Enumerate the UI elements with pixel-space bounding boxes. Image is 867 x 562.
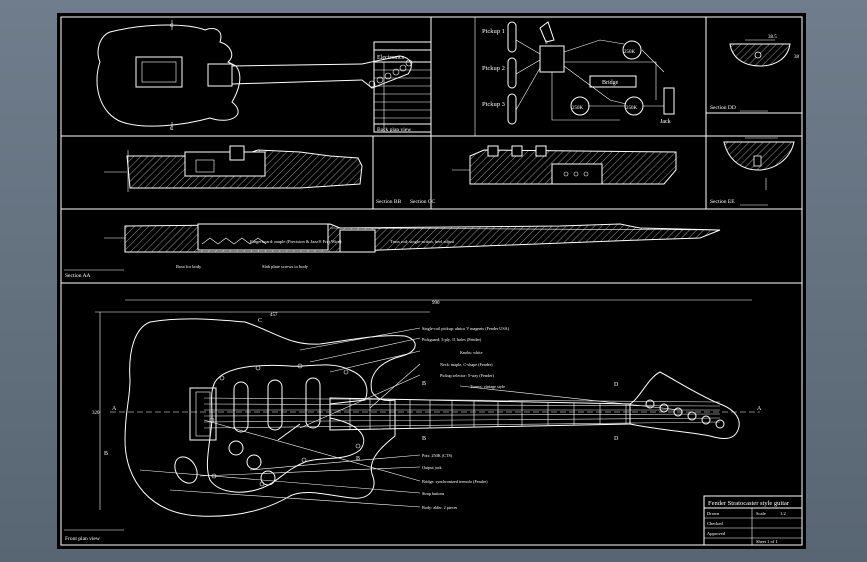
- tb-row-approved: Approved: [707, 531, 726, 536]
- pot-3-label: 250K: [626, 106, 638, 111]
- front-mark-a-left: A: [112, 406, 117, 412]
- pickup-3-label: Pickup 3: [482, 101, 505, 108]
- pickguard: [206, 364, 368, 493]
- guitar-body: [124, 318, 416, 517]
- front-mark-b-top: B: [422, 381, 426, 387]
- front-mark-d-bottom: D: [614, 436, 619, 442]
- callout-1: Single-coil pickup: alnico V magnets (Fe…: [422, 326, 510, 331]
- section-dd[interactable]: 38.5 38 Section DD: [710, 35, 800, 112]
- output-jack: [174, 456, 198, 484]
- callout-3: Knobs: white: [460, 350, 483, 355]
- dim-body-length: 457: [270, 313, 278, 318]
- section-mark-c-bottom: C: [170, 127, 174, 132]
- dim-body-width: 320: [92, 411, 100, 416]
- callout-11: Body: alder, 2 pieces: [422, 505, 458, 511]
- tone-knob-2: [260, 470, 276, 486]
- tb-scale-value: 1:2: [780, 511, 786, 516]
- bridge-label: Bridge: [602, 80, 619, 86]
- neck-callout-1: Fingerboard: maple (Precision & Jazz® Fr…: [250, 239, 342, 244]
- neck-callout-2: Truss rod: single-action, heel adjust: [390, 239, 455, 245]
- headstock: [629, 371, 740, 439]
- pot-2-label: 250K: [572, 106, 584, 111]
- callout-5: Pickup selector: 5-way (Fender): [440, 373, 494, 378]
- drawing-title: Fender Stratocaster style guitar: [708, 500, 790, 507]
- tb-row-checked: Checked: [707, 521, 723, 526]
- tremolo-bridge: [189, 387, 217, 441]
- front-mark-b-body: B: [356, 456, 360, 462]
- pickup-2-label: Pickup 2: [482, 65, 505, 72]
- callout-4: Neck: maple, C-shape (Fender): [440, 362, 493, 368]
- section-mark-c-top: C: [170, 24, 174, 29]
- section-aa[interactable]: Fingerboard: maple (Precision & Jazz® Fr…: [64, 223, 721, 279]
- bom-table[interactable]: Electronics: [373, 41, 432, 133]
- callout-8: Output jack: [422, 465, 443, 470]
- label-section-ee: Section EE: [710, 199, 735, 205]
- volume-knob: [228, 440, 244, 456]
- label-section-aa: Section AA: [65, 273, 91, 279]
- label-front-plan: Front plan view: [65, 536, 100, 542]
- label-section-cc: Section CC: [410, 199, 436, 205]
- callout-7: Pots: 250K (CTS): [422, 453, 453, 458]
- pickup-1-label: Pickup 1: [482, 28, 505, 35]
- tuners: [645, 399, 725, 429]
- label-section-dd: Section DD: [710, 105, 736, 111]
- dim-overall: 990: [432, 301, 440, 306]
- label-back-plan: Back plan view: [377, 127, 411, 133]
- aa-note-2: Slab plate screws to body: [262, 264, 309, 269]
- section-ee[interactable]: Section EE: [710, 137, 795, 206]
- front-mark-a-right: A: [757, 406, 762, 412]
- tb-sheet: Sheet 1 of 1: [756, 539, 778, 544]
- pickup-bridge-body: [233, 381, 249, 433]
- front-mark-d-top: D: [614, 382, 619, 388]
- front-mark-b-bottom: B: [422, 436, 426, 442]
- tone-knob-1: [246, 454, 262, 470]
- wiring-diagram[interactable]: Pickup 1 Pickup 2 Pickup 3 5 250K 250K 2…: [474, 17, 675, 136]
- callout-9: Bridge: synchronized tremolo (Fender): [422, 479, 488, 484]
- bom-title: Electronics: [377, 55, 405, 61]
- front-plan-view[interactable]: 990 457 320: [92, 299, 762, 517]
- aa-note-1: Rout for body: [176, 264, 202, 269]
- tb-row-drawn: Drawn: [707, 511, 720, 516]
- callout-2: Pickguard: 3-ply, 11 holes (Fender): [422, 337, 482, 343]
- jack-label: Jack: [660, 119, 671, 125]
- switch-label: 5: [545, 41, 548, 46]
- section-cc[interactable]: Section CC: [410, 145, 677, 205]
- pickup-neck-body: [305, 377, 321, 429]
- front-mark-c: C: [258, 318, 262, 324]
- section-bb[interactable]: Section BB: [104, 145, 402, 205]
- dim-neck-width: 38.5: [768, 35, 777, 40]
- pickup-middle-body: [267, 379, 283, 431]
- front-callouts[interactable]: Single-coil pickup: alnico V magnets (Fe…: [139, 326, 681, 511]
- label-section-bb: Section BB: [376, 199, 402, 205]
- callout-10: Strap buttons: [422, 491, 445, 496]
- back-plan-view[interactable]: C C: [96, 20, 413, 132]
- tb-scale-label: Scale: [756, 511, 766, 516]
- callout-6: Tuners: vintage style: [470, 384, 505, 389]
- front-mark-b-left: B: [104, 451, 108, 457]
- pot-1-label: 250K: [624, 50, 636, 55]
- dim-small: 38: [794, 55, 800, 60]
- title-block[interactable]: Fender Stratocaster style guitar Drawn C…: [703, 495, 803, 546]
